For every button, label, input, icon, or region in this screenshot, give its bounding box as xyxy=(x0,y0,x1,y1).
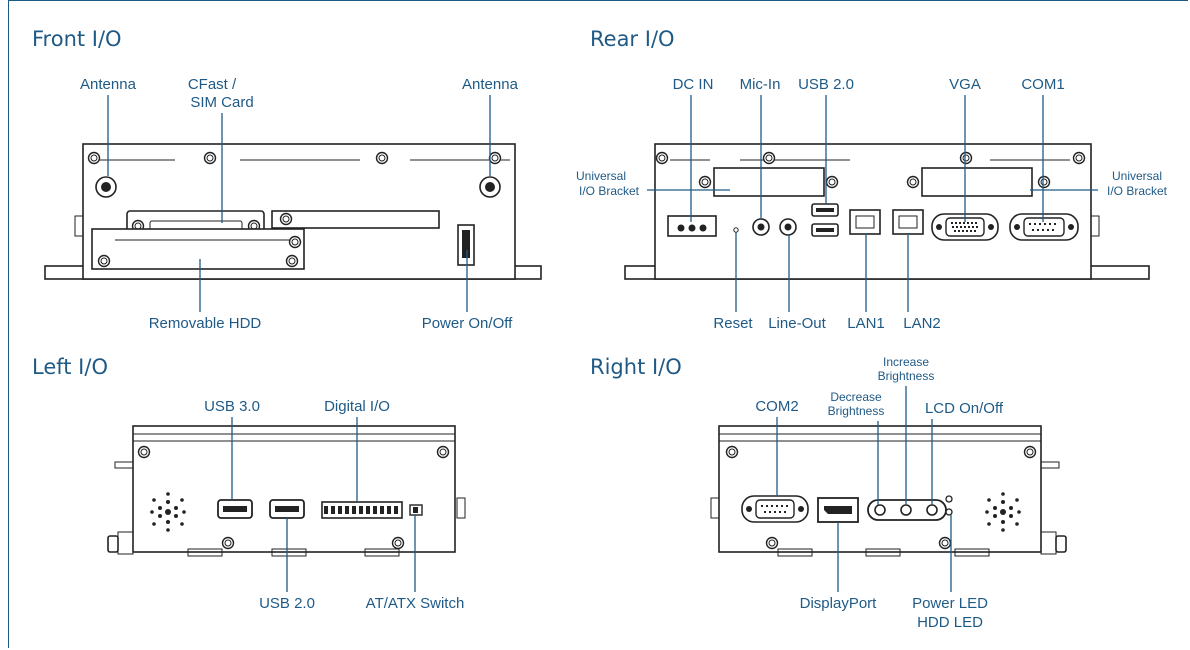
power-switch-icon xyxy=(457,224,475,266)
power-led-label: Power LED xyxy=(912,595,988,612)
lan2-label: LAN2 xyxy=(903,315,941,332)
decrease-brightness-label-line1: Decrease xyxy=(830,390,882,404)
bracket-left-label-line2: I/O Bracket xyxy=(579,184,640,198)
power-led-icon xyxy=(945,495,953,503)
left-usb20-label: USB 2.0 xyxy=(259,595,315,612)
usb30-label: USB 3.0 xyxy=(204,398,260,415)
usb30-port-icon xyxy=(217,499,253,519)
hdd-led-icon xyxy=(945,508,953,516)
right-speaker-grille-icon xyxy=(985,492,1021,532)
usb20-ports-icon xyxy=(811,203,839,237)
power-on-off-label: Power On/Off xyxy=(422,315,513,332)
mic-in-label: Mic-In xyxy=(740,76,781,93)
speaker-grille-icon xyxy=(150,492,186,532)
reset-label: Reset xyxy=(713,315,753,332)
rear-usb20-label: USB 2.0 xyxy=(798,76,854,93)
at-atx-switch-label: AT/ATX Switch xyxy=(366,595,465,612)
com2-label: COM2 xyxy=(755,398,798,415)
vga-port-icon xyxy=(931,213,999,241)
com2-port-icon xyxy=(741,495,809,523)
dc-in-connector-icon xyxy=(667,215,717,237)
diagram-frame xyxy=(8,0,1188,648)
antenna-right-label: Antenna xyxy=(462,76,519,93)
brightness-buttons-icon xyxy=(867,499,947,521)
line-out-label: Line-Out xyxy=(768,315,826,332)
com1-port-icon xyxy=(1009,213,1079,241)
antenna-left-label: Antenna xyxy=(80,76,137,93)
bracket-right-label-line1: Universal xyxy=(1112,169,1162,183)
digital-io-label: Digital I/O xyxy=(324,398,390,415)
antenna-right-connector-icon xyxy=(479,176,501,198)
line-out-jack-icon xyxy=(779,218,797,236)
digital-io-terminal-icon xyxy=(321,501,403,519)
left-usb20-port-icon xyxy=(269,499,305,519)
lan1-port-icon xyxy=(849,209,881,235)
rear-io-title: Rear I/O xyxy=(590,27,675,51)
increase-brightness-label-line2: Brightness xyxy=(878,369,935,383)
cfast-sim-label-line2: SIM Card xyxy=(190,94,253,111)
dc-in-label: DC IN xyxy=(673,76,714,93)
decrease-brightness-label-line2: Brightness xyxy=(828,404,885,418)
cfast-sim-label-line1: CFast / xyxy=(188,76,237,93)
bracket-right-label-line2: I/O Bracket xyxy=(1107,184,1168,198)
displayport-icon xyxy=(817,497,859,523)
right-panel-device xyxy=(710,425,1067,557)
left-io-title: Left I/O xyxy=(32,355,108,379)
removable-hdd-label: Removable HDD xyxy=(149,315,262,332)
vga-label: VGA xyxy=(949,76,981,93)
front-io-title: Front I/O xyxy=(32,27,122,51)
right-io-title: Right I/O xyxy=(590,355,682,379)
mic-in-jack-icon xyxy=(752,218,770,236)
bracket-left-label-line1: Universal xyxy=(576,169,626,183)
lan2-port-icon xyxy=(892,209,924,235)
at-atx-switch-icon xyxy=(409,504,423,516)
increase-brightness-label-line1: Increase xyxy=(883,355,929,369)
left-panel-device xyxy=(107,425,466,557)
rear-panel-device xyxy=(624,143,1150,280)
front-panel-device xyxy=(44,143,542,280)
com1-label: COM1 xyxy=(1021,76,1064,93)
antenna-left-connector-icon xyxy=(95,176,117,198)
lan1-label: LAN1 xyxy=(847,315,885,332)
displayport-label: DisplayPort xyxy=(800,595,878,612)
hdd-led-label: HDD LED xyxy=(917,614,983,631)
lcd-on-off-label: LCD On/Off xyxy=(925,400,1004,417)
